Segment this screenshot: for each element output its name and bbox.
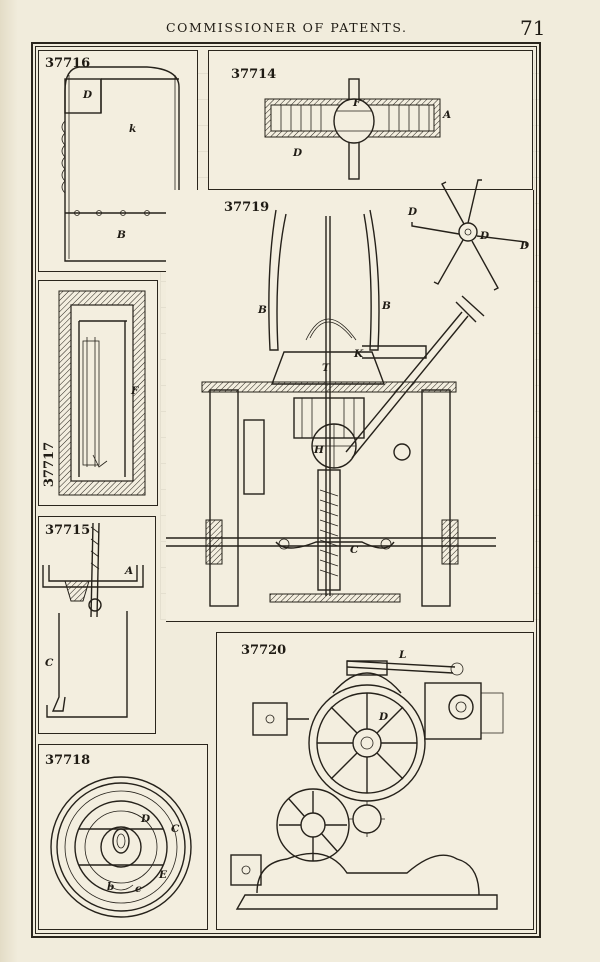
figure-37717: 37717 F [38, 280, 158, 506]
part-label: D [379, 711, 389, 723]
part-label: C [350, 544, 359, 556]
part-label: B [258, 304, 267, 316]
figure-number: 37715 [45, 523, 91, 538]
figure-37718-drawing [50, 776, 192, 918]
figure-37714-drawing [264, 78, 441, 180]
figure-number: 37719 [224, 200, 270, 215]
part-label: F [131, 385, 139, 397]
plate-inner-border [35, 46, 537, 934]
part-label: C [45, 657, 54, 669]
figure-number: 37714 [231, 67, 277, 82]
part-label: D [83, 89, 93, 101]
part-label: k [129, 123, 137, 135]
part-label: B [382, 300, 391, 312]
figure-37718: 37718 D C E b c [38, 744, 208, 930]
figure-37719-drawing [166, 179, 527, 607]
figure-37717-drawing [58, 290, 146, 496]
part-label: K [354, 348, 364, 360]
part-label: D [408, 206, 418, 218]
part-label: F [353, 97, 361, 109]
figure-37715: 37715 A C [38, 516, 156, 734]
page-gutter [0, 0, 18, 962]
figure-37720-drawing [230, 660, 504, 910]
figure-number: 37718 [45, 753, 91, 768]
part-label: B [117, 229, 126, 241]
part-label: D [293, 147, 303, 159]
part-label: T [322, 362, 330, 374]
figure-number: 37720 [241, 643, 287, 658]
part-label: A [443, 109, 452, 121]
figure-37715-drawing [42, 522, 144, 718]
figure-37714: 37714 F A D [208, 50, 533, 190]
page-number: 71 [520, 16, 546, 40]
part-label: E [159, 869, 168, 881]
part-label: D [480, 230, 490, 242]
plate-outer-border [31, 42, 541, 938]
part-label: b [107, 881, 115, 893]
part-label: D [141, 813, 151, 825]
part-label: D [520, 240, 530, 252]
part-label: L [399, 649, 407, 661]
part-label: A [125, 565, 134, 577]
part-label: c [135, 883, 142, 895]
page-header: COMMISSIONER OF PATENTS. 71 [0, 14, 600, 44]
running-head: COMMISSIONER OF PATENTS. [166, 20, 408, 35]
figure-37719: 37719 [166, 179, 534, 622]
part-label: H [314, 444, 324, 456]
figure-37716-drawing [61, 66, 180, 262]
figure-37720: 37720 [216, 632, 534, 930]
part-label: C [171, 823, 180, 835]
